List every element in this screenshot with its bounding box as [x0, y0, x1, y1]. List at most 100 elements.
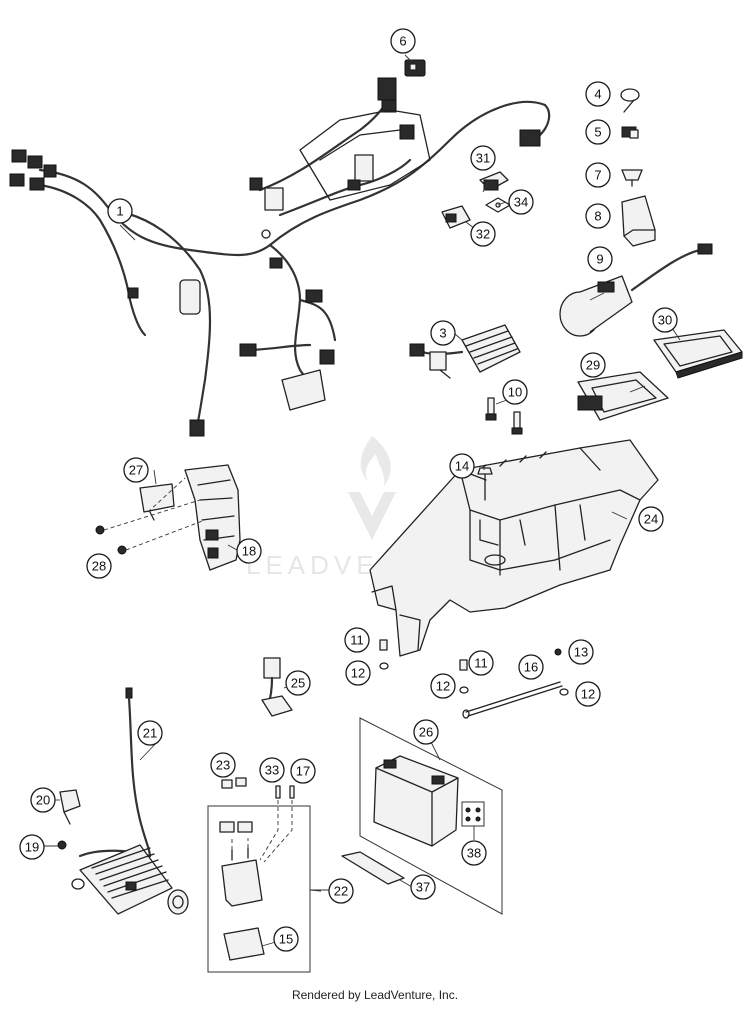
callout-22: 22	[328, 878, 354, 904]
voltage-regulator-part-3	[409, 324, 521, 379]
callout-33: 33	[259, 757, 285, 783]
callout-15-label: 15	[279, 932, 293, 947]
callout-5-label: 5	[594, 125, 601, 140]
callout-34: 34	[508, 189, 534, 215]
connector-part-6	[404, 59, 426, 77]
callout-6: 6	[390, 28, 416, 54]
callout-23: 23	[210, 752, 236, 778]
callout-3-label: 3	[439, 326, 446, 341]
callout-25-label: 25	[291, 676, 305, 691]
callout-12c-label: 12	[581, 687, 595, 702]
callout-32: 32	[470, 221, 496, 247]
callout-38-label: 38	[467, 846, 481, 861]
callout-29-label: 29	[586, 358, 600, 373]
callout-13-label: 13	[574, 645, 588, 660]
callout-30-label: 30	[658, 313, 672, 328]
callout-34-label: 34	[514, 195, 528, 210]
callout-14-label: 14	[455, 459, 469, 474]
callout-21-label: 21	[143, 726, 157, 741]
starter-motor	[71, 844, 189, 915]
callout-11b-label: 11	[474, 656, 488, 671]
callout-27: 27	[123, 457, 149, 483]
relay-part-31	[479, 171, 509, 191]
starter-relay-box-part-22	[207, 777, 330, 973]
callout-25: 25	[285, 670, 311, 696]
callout-11a: 11	[344, 627, 370, 653]
connector-part-25	[261, 657, 293, 717]
callout-5: 5	[585, 119, 611, 145]
callout-8: 8	[585, 203, 611, 229]
callout-31: 31	[470, 145, 496, 171]
relay-part-27	[139, 483, 175, 521]
bracket-assembly-part-18	[184, 464, 241, 571]
callout-1-label: 1	[116, 204, 123, 219]
callout-12b: 12	[430, 673, 456, 699]
callout-12c: 12	[575, 681, 601, 707]
callout-28-label: 28	[92, 559, 106, 574]
callout-13: 13	[568, 639, 594, 665]
callout-4-label: 4	[594, 87, 601, 102]
callout-11b: 11	[468, 650, 494, 676]
connector-part-5	[621, 126, 639, 139]
holder-part-32	[441, 205, 471, 229]
callout-1: 1	[107, 198, 133, 224]
cover-part-8	[621, 195, 656, 247]
callout-21: 21	[137, 720, 163, 746]
callout-19-label: 19	[25, 840, 39, 855]
battery-box-part-26	[341, 717, 503, 915]
callout-10: 10	[502, 379, 528, 405]
callout-8-label: 8	[594, 209, 601, 224]
callout-31-label: 31	[476, 151, 490, 166]
callout-26-label: 26	[419, 725, 433, 740]
screws-part-28	[95, 477, 206, 555]
callout-20: 20	[30, 787, 56, 813]
callout-17: 17	[290, 758, 316, 784]
callout-3: 3	[430, 320, 456, 346]
callout-14: 14	[449, 453, 475, 479]
callout-20-label: 20	[36, 793, 50, 808]
battery-tray-part-24	[369, 439, 659, 657]
callout-32-label: 32	[476, 227, 490, 242]
callout-37-label: 37	[416, 880, 430, 895]
callout-17-label: 17	[296, 764, 310, 779]
callout-10-label: 10	[508, 385, 522, 400]
nut-part-19	[57, 840, 67, 850]
callout-12a: 12	[345, 660, 371, 686]
callout-19: 19	[19, 834, 45, 860]
callout-18-label: 18	[242, 544, 256, 559]
cover-part-30	[653, 329, 743, 379]
callout-12b-label: 12	[436, 679, 450, 694]
callout-12a-label: 12	[351, 666, 365, 681]
callout-9: 9	[587, 246, 613, 272]
callout-37: 37	[410, 874, 436, 900]
callout-6-label: 6	[399, 34, 406, 49]
clamp-part-20	[59, 789, 81, 825]
footer-credit: Rendered by LeadVenture, Inc.	[291, 988, 459, 1002]
callout-27-label: 27	[129, 463, 143, 478]
cable-tie-part-4	[620, 88, 640, 113]
callout-22-label: 22	[334, 884, 348, 899]
callout-24: 24	[638, 506, 664, 532]
callout-23-label: 23	[216, 758, 230, 773]
callout-7-label: 7	[594, 168, 601, 183]
rod-part-16	[462, 681, 563, 719]
sensor-part-9	[559, 243, 713, 337]
callout-29: 29	[580, 352, 606, 378]
callout-33-label: 33	[265, 763, 279, 778]
callout-30: 30	[652, 307, 678, 333]
callout-11a-label: 11	[350, 633, 364, 648]
hardware-parts-11-12	[379, 639, 569, 696]
callout-28: 28	[86, 553, 112, 579]
screws-part-10	[485, 397, 523, 435]
callout-15: 15	[273, 926, 299, 952]
callout-38: 38	[461, 840, 487, 866]
cover-part-29	[577, 371, 669, 421]
main-wiring-harness	[9, 77, 551, 437]
callout-24-label: 24	[644, 512, 658, 527]
callout-4: 4	[585, 81, 611, 107]
callout-7: 7	[585, 162, 611, 188]
callout-16-label: 16	[524, 660, 538, 675]
clip-part-7	[621, 169, 643, 187]
